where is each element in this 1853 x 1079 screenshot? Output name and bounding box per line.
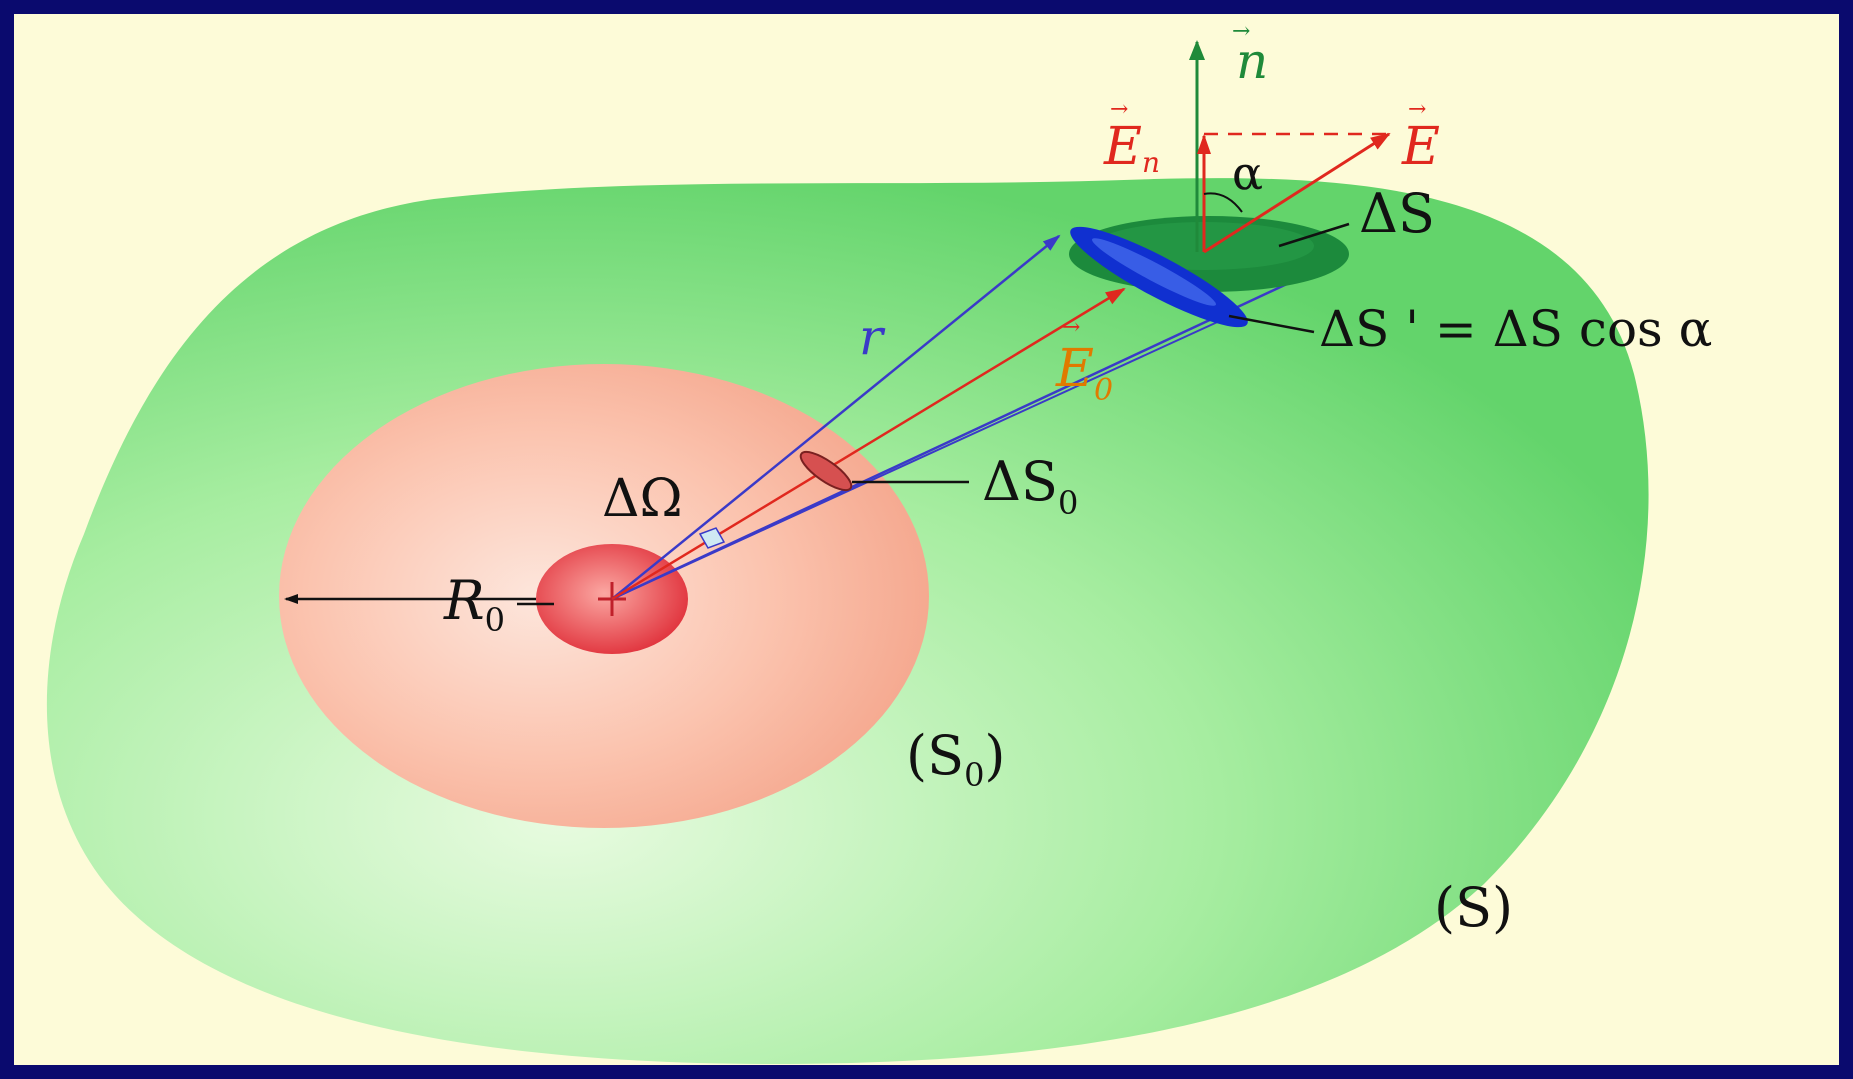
e-arrow (1203, 132, 1391, 254)
radius-label: R0 (443, 569, 505, 639)
area-s-prime-label: ΔS ' = ΔS cos α (1319, 300, 1712, 358)
ds-prime-highlight (1092, 238, 1216, 306)
ds-leader (1278, 222, 1350, 248)
e-vector-label: E (1401, 117, 1440, 177)
gauss-law-diagram: → n → En → E α ΔS ΔS ' = ΔS cos α r → E0… (46, 19, 1712, 1064)
solid-angle-marker (698, 527, 726, 549)
area-s0-label: ΔS0 (982, 450, 1078, 522)
diagram-frame: → n → En → E α ΔS ΔS ' = ΔS cos α r → E0… (14, 14, 1839, 1065)
surface-s-label: (S) (1434, 876, 1513, 939)
cone-ray-upper (611, 234, 1061, 600)
area-s-label: ΔS (1359, 182, 1435, 245)
normal-vector-arrow-mark: → (1232, 19, 1250, 44)
e-normal-arrow-mark: → (1110, 97, 1128, 122)
ds0-patch (799, 450, 853, 492)
cone-ray-mid (611, 318, 1225, 600)
sphere-s0-label: (S0) (906, 724, 1006, 794)
ds-prime-leader (1228, 314, 1315, 334)
alpha-arc (1203, 192, 1243, 213)
e-zero-arrow-mark: → (1062, 315, 1080, 340)
solid-angle-label: ΔΩ (602, 469, 683, 529)
ray-r-label: r (859, 308, 886, 366)
alpha-label: α (1232, 146, 1263, 200)
e-normal-label: En (1103, 117, 1160, 179)
e-vector-arrow-mark: → (1408, 97, 1426, 122)
e0-field-ray (611, 287, 1126, 601)
normal-vector-label: n (1236, 32, 1268, 90)
e-zero-label: E0 (1055, 339, 1113, 408)
